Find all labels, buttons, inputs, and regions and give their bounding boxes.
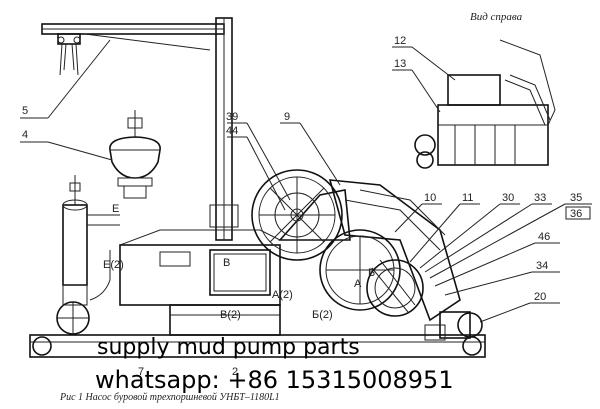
mark-v: B bbox=[223, 257, 230, 269]
mark-b: Б bbox=[368, 267, 375, 279]
watermark-line-2: whatsapp: +86 15315008951 bbox=[95, 366, 454, 394]
callout-20: 20 bbox=[534, 291, 546, 303]
callout-5: 5 bbox=[22, 105, 28, 117]
callout-35: 35 bbox=[570, 192, 582, 204]
callout-4: 4 bbox=[22, 129, 28, 141]
mark-e2: E(2) bbox=[103, 259, 124, 271]
flywheel bbox=[251, 169, 343, 261]
mark-v2: B(2) bbox=[220, 309, 241, 321]
callout-10: 10 bbox=[424, 192, 436, 204]
view-title: Вид справа bbox=[470, 11, 523, 23]
callout-30: 30 bbox=[502, 192, 514, 204]
crane-beam bbox=[41, 17, 239, 241]
callout-13: 13 bbox=[394, 58, 406, 70]
gear-cover bbox=[328, 179, 461, 322]
callout-44: 44 bbox=[226, 125, 238, 137]
skid-base bbox=[29, 334, 486, 358]
mark-a: A bbox=[354, 278, 362, 290]
callout-7: 7 bbox=[138, 366, 144, 378]
mark-a2: A(2) bbox=[272, 289, 293, 301]
callout-33: 33 bbox=[534, 192, 546, 204]
callout-12: 12 bbox=[394, 35, 406, 47]
callout-34: 34 bbox=[536, 260, 548, 272]
hoist-trolley bbox=[57, 33, 81, 76]
mark-e: E bbox=[112, 203, 119, 215]
callout-11: 11 bbox=[462, 192, 473, 204]
side-view bbox=[414, 39, 556, 169]
callout-leaders bbox=[20, 39, 592, 323]
watermark-line-1: supply mud pump parts bbox=[97, 335, 360, 360]
mark-b2: Б(2) bbox=[312, 309, 333, 321]
callout-9: 9 bbox=[284, 111, 290, 123]
crankshaft-housing bbox=[319, 229, 401, 311]
callout-39: 39 bbox=[226, 111, 238, 123]
pulsation-dampener bbox=[109, 110, 161, 199]
figure-caption: Рис 1 Насос буровой трехпоршневой УНБТ–1… bbox=[59, 392, 280, 403]
callout-2: 2 bbox=[232, 366, 238, 378]
discharge-manifold bbox=[56, 175, 120, 335]
drive-pulley bbox=[366, 259, 424, 317]
callout-36: 36 bbox=[570, 208, 582, 220]
callout-46: 46 bbox=[538, 231, 550, 243]
